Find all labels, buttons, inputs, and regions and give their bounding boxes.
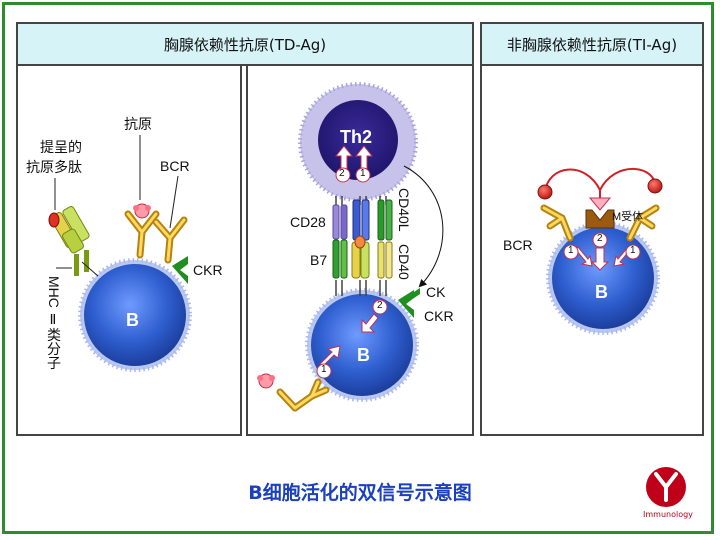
th2-signal-2-number: 2 [339, 168, 345, 179]
th2-signal-1-number: 1 [360, 168, 366, 179]
logo-text: Immunology [643, 510, 693, 519]
cd28-receptor [333, 205, 347, 239]
left-bcr [128, 214, 184, 260]
presented-peptide-label-1: 提呈的 [40, 137, 82, 157]
cd28-label: CD28 [290, 214, 326, 230]
right-signal-2-number: 2 [597, 233, 603, 244]
b7-label: B7 [310, 252, 327, 268]
middle-b-cell-label: B [357, 345, 370, 366]
right-b-cell-label: B [595, 282, 608, 303]
left-antigen-label: 抗原 [124, 114, 152, 134]
m-receptor [586, 210, 614, 228]
b-signal-1-number: 1 [321, 364, 327, 375]
middle-ckr-label: CKR [424, 308, 454, 324]
ck-label: CK [426, 284, 445, 300]
left-antigen-icon [133, 204, 151, 218]
tcr-complex [353, 200, 369, 240]
right-signal-1a-number: 1 [568, 245, 574, 256]
presented-peptide-label-2: 抗原多肽 [26, 157, 82, 177]
cd40-receptor [378, 242, 392, 278]
cd40l-ligand [378, 200, 392, 240]
left-b-cell-label: B [126, 310, 139, 331]
cd40l-label: CD40L [396, 188, 412, 232]
th2-label: Th2 [340, 127, 372, 148]
left-ckr-label: CKR [193, 262, 223, 278]
b-signal-2-number: 2 [377, 300, 383, 311]
right-signal-1b-number: 1 [630, 245, 636, 256]
left-bcr-label: BCR [160, 158, 190, 174]
m-receptor-label: M受体 [612, 208, 643, 224]
cd40-label: CD40 [396, 244, 412, 280]
right-bcr-label: BCR [503, 237, 533, 253]
ti-antigen-polymer [545, 169, 655, 192]
middle-antigen-icon [257, 374, 275, 388]
mhc-class-ii-molecule [49, 205, 98, 276]
slide-title: B细胞活化的双信号示意图 [0, 478, 720, 505]
middle-mhc-molecule [352, 236, 369, 278]
middle-free-bcr [280, 382, 326, 408]
b7-ligand [333, 240, 347, 278]
mhc-class-ii-label: MHC Ⅱ类分子 [44, 276, 64, 370]
